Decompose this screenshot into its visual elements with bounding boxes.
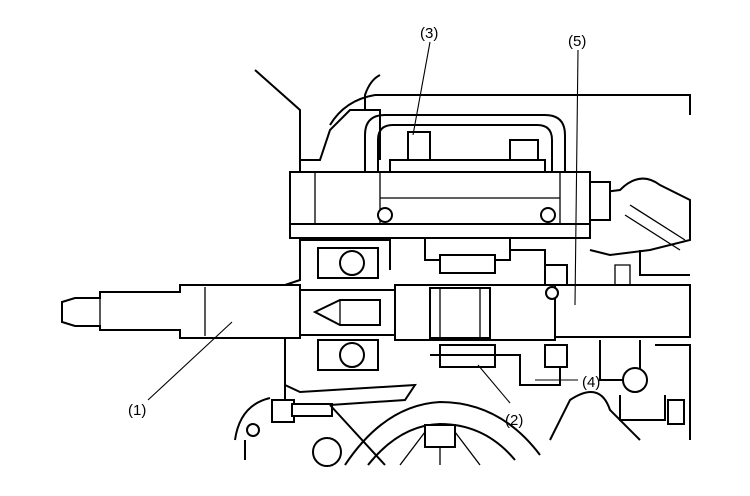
- bearings: [317, 247, 379, 371]
- motor-cover: [364, 114, 566, 180]
- callout-labels: (1) (2) (3) (4) (5): [128, 25, 600, 429]
- steering-shaft: [61, 284, 396, 339]
- leader-line-5: [574, 49, 579, 306]
- callout-label-2: (2): [505, 412, 523, 429]
- gear-housing: [284, 237, 568, 400]
- lower-right-components: [549, 340, 691, 441]
- leader-line-2: [477, 364, 511, 404]
- output-shaft: [394, 284, 691, 341]
- electric-motor: [289, 171, 611, 239]
- leader-lines: [147, 41, 579, 404]
- leader-line-1: [147, 321, 233, 401]
- lower-mount: [234, 383, 417, 467]
- callout-label-4: (4): [582, 374, 600, 391]
- lower-gear-wheel: [344, 400, 541, 466]
- callout-label-5: (5): [568, 33, 586, 50]
- callout-label-1: (1): [128, 402, 146, 419]
- leader-line-3: [412, 41, 431, 136]
- callout-label-3: (3): [420, 25, 438, 42]
